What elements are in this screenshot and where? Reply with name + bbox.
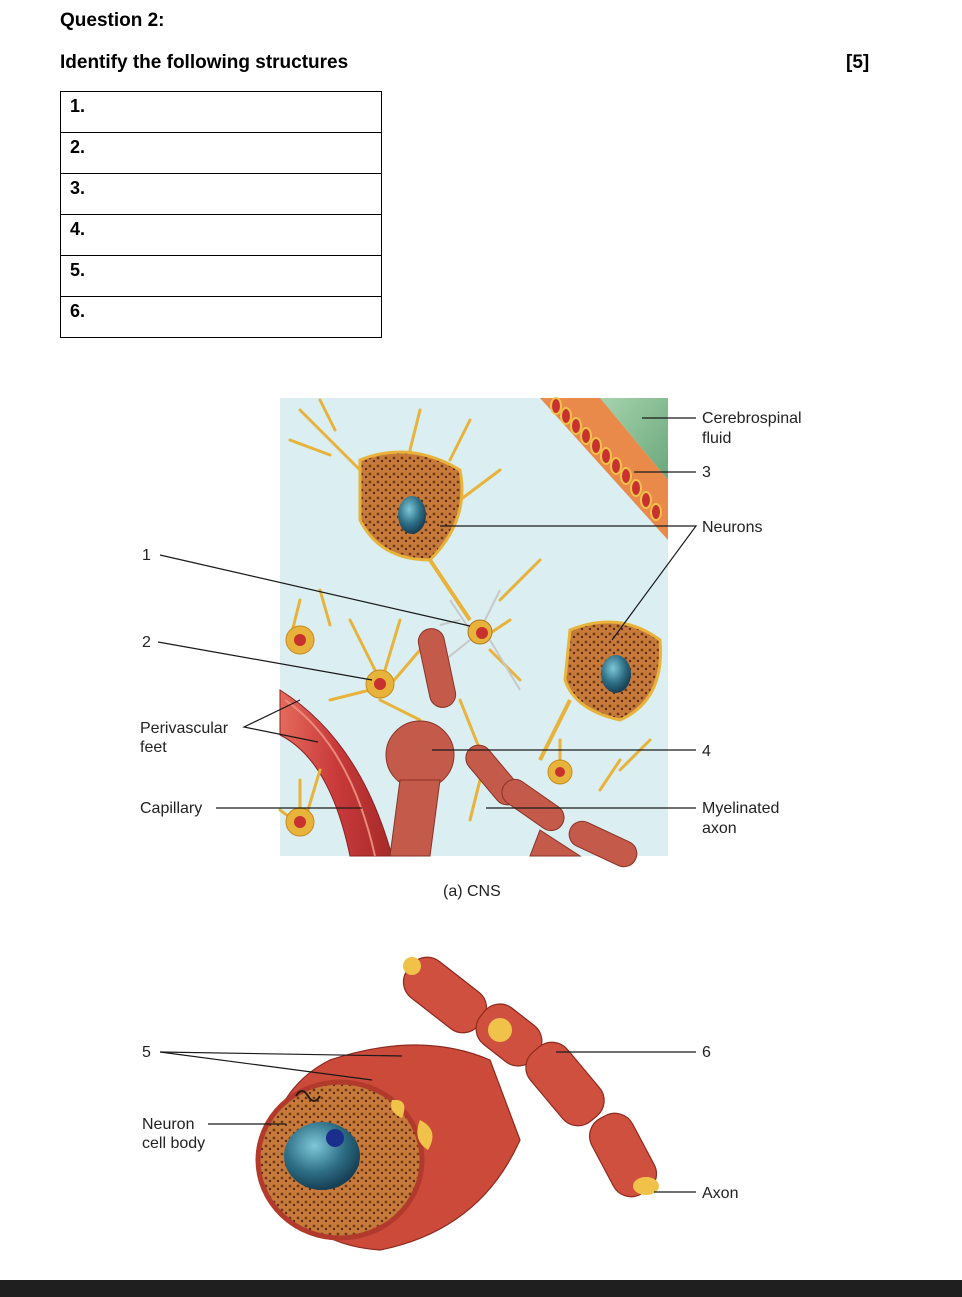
answer-row-label: 5.: [60, 255, 382, 297]
neuron-lower: [538, 620, 662, 761]
figure-caption-cns: (a) CNS: [443, 883, 501, 900]
mitochondrion: [295, 1090, 321, 1102]
capillary-wall-line: [284, 699, 376, 857]
question-marks: [5]: [846, 52, 870, 73]
cns-leader-lines: [157, 417, 698, 809]
answer-row[interactable]: 1.: [60, 91, 382, 133]
schwann-folds: [391, 1099, 433, 1150]
answer-row-label: 2.: [60, 132, 382, 174]
pns-panel: 5 6 Neuron cell body Axon: [142, 956, 738, 1251]
label-2: 2: [142, 634, 151, 651]
label-4: 4: [702, 743, 711, 760]
label-myelinated-line2: axon: [702, 820, 737, 837]
nodes-of-ranvier: [403, 957, 659, 1195]
answer-row[interactable]: 3.: [60, 173, 382, 215]
neuron-upper: [358, 450, 472, 622]
label-5: 5: [142, 1044, 151, 1061]
label-1: 1: [142, 547, 151, 564]
label-neurons: Neurons: [702, 519, 762, 536]
label-perivascular-line2: feet: [140, 739, 167, 756]
answer-row-label: 1.: [60, 91, 382, 133]
answer-row[interactable]: 2.: [60, 132, 382, 174]
neuron-nucleus: [284, 1122, 360, 1190]
nucleolus: [326, 1129, 344, 1147]
label-capillary: Capillary: [140, 800, 202, 817]
answer-row[interactable]: 6.: [60, 296, 382, 338]
label-csf-line1: Cerebrospinal: [702, 410, 802, 427]
astrocyte-nuclei: [294, 634, 565, 828]
answer-row-label: 3.: [60, 173, 382, 215]
label-neuron-cell-body-line2: cell body: [142, 1135, 205, 1152]
bottom-bar: [0, 1280, 962, 1297]
answer-row[interactable]: 4.: [60, 214, 382, 256]
cns-panel: Cerebrospinal fluid 3 Neurons 1 2 Periva…: [140, 397, 802, 900]
pns-leader-lines: [159, 1051, 696, 1193]
answer-row-label: 6.: [60, 296, 382, 338]
label-neuron-cell-body-line1: Neuron: [142, 1116, 194, 1133]
label-6: 6: [702, 1044, 711, 1061]
answer-table: 1. 2. 3. 4. 5. 6.: [60, 91, 382, 338]
label-csf-line2: fluid: [702, 430, 731, 447]
ependymal-cells: [550, 397, 662, 521]
answer-row-label: 4.: [60, 214, 382, 256]
myelin-sheath-segments: [402, 956, 658, 1198]
question-title: Question 2:: [60, 10, 165, 31]
oligodendrocyte: [385, 628, 638, 868]
label-perivascular-line1: Perivascular: [140, 720, 229, 737]
label-myelinated-line1: Myelinated: [702, 800, 779, 817]
answer-row[interactable]: 5.: [60, 255, 382, 297]
neuroglia-figure: Cerebrospinal fluid 3 Neurons 1 2 Periva…: [140, 397, 802, 1251]
label-axon: Axon: [702, 1185, 738, 1202]
label-3: 3: [702, 464, 711, 481]
ependymal-layer: [540, 398, 668, 540]
question-instruction: Identify the following structures: [60, 52, 349, 73]
